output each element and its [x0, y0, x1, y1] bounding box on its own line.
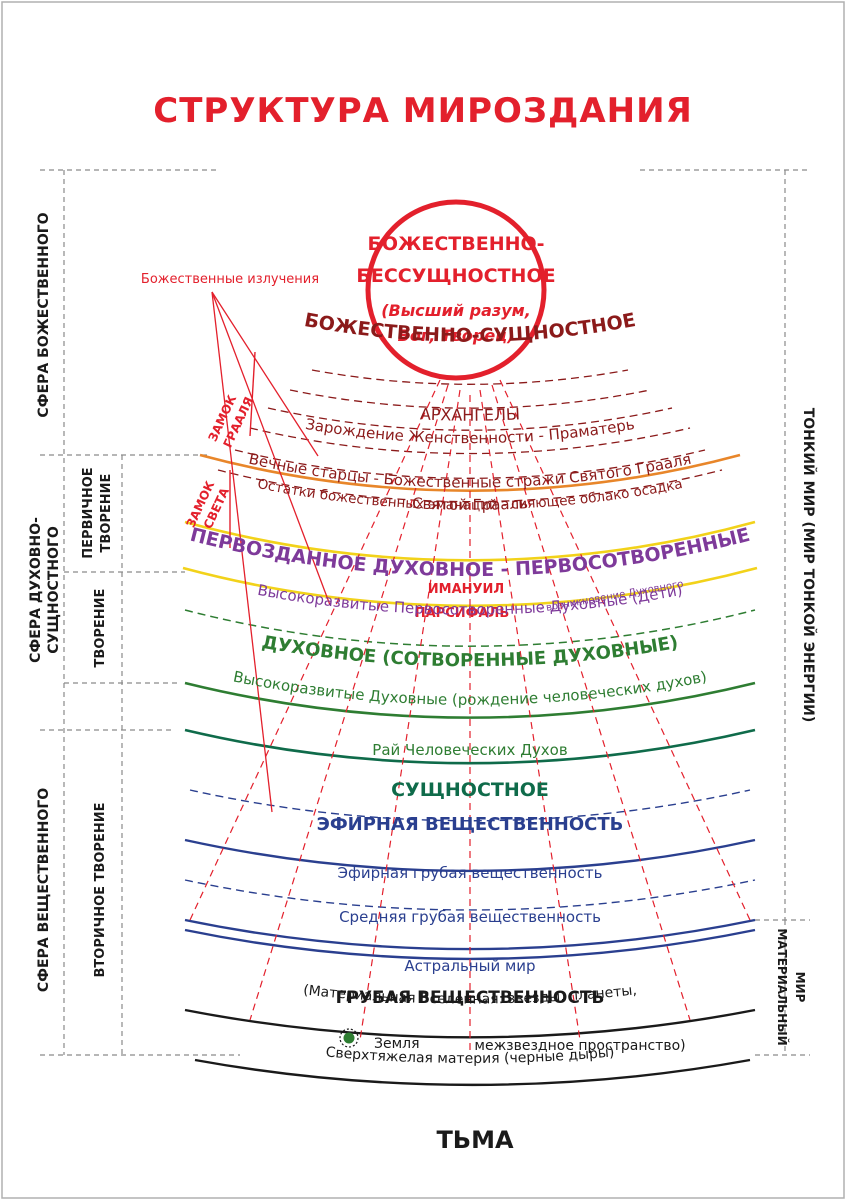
universe-label-2: межзвездное пространство) — [474, 1038, 685, 1054]
blue-arc-3 — [184, 928, 756, 961]
godhead-line-2: БЕССУЩНОСТНОЕ — [356, 265, 555, 287]
paradise-label: Рай Человеческих Духов — [372, 741, 567, 759]
teal-arc — [184, 728, 756, 765]
left-guides — [40, 169, 240, 1056]
radiation-label: Божественные излучения — [141, 272, 319, 287]
primary-creation-label-1: ПЕРВИЧНОЕ — [81, 467, 96, 558]
yellow-arc-1 — [184, 520, 756, 562]
archangels-label: АРХАНГЕЛЫ — [420, 404, 521, 424]
creation-label: ТВОРЕНИЕ — [93, 589, 108, 668]
material-world-label-1: МАТЕРИАЛЬНЫЙ — [775, 928, 790, 1045]
secondary-creation-label: ВТОРИЧНОЕ ТВОРЕНИЕ — [93, 803, 108, 978]
right-guides — [640, 169, 810, 1056]
orange-arc — [199, 453, 741, 492]
green-arc — [184, 681, 756, 719]
coarse-label: ГРУБАЯ ВЕЩЕСТВЕННОСТЬ — [336, 988, 605, 1008]
earth-ring-icon — [339, 1028, 359, 1048]
radiation-rays — [189, 379, 751, 1055]
imanuil-label: ИМАНУИЛ — [428, 582, 504, 597]
sphere-spirit-label-2: СУЩНОСТНОГО — [46, 526, 62, 654]
earth-icon — [343, 1032, 355, 1044]
material-world-label-2: МИР — [793, 972, 807, 1003]
blue-arc-1 — [184, 838, 756, 873]
astral-label: Астральный мир — [404, 957, 535, 975]
page-title: СТРУКТУРА МИРОЗДАНИЯ — [153, 91, 693, 131]
godhead-circle — [365, 199, 547, 381]
grail-label: Святой Грааль — [412, 494, 529, 514]
godhead-line-1: БОЖЕСТВЕННО- — [367, 233, 544, 255]
radiation-pointer — [211, 291, 331, 813]
godhead-line-3: (Высший разум, — [381, 301, 531, 320]
superheavy-label: Сверхтяжелая материя (черные дыры) — [325, 1044, 615, 1067]
ether-coarse-label: Эфирная грубая вещественность — [338, 864, 603, 882]
black-arc-2 — [194, 1058, 751, 1086]
ether-label: ЭФИРНАЯ ВЕЩЕСТВЕННОСТЬ — [317, 814, 624, 835]
darkness-label: ТЬМА — [436, 1126, 514, 1154]
parsifal-label: ПАРСИФАЛЬ — [415, 606, 510, 621]
sphere-divine-label: СФЕРА БОЖЕСТВЕННОГО — [36, 212, 52, 417]
godhead-line-4: Бог, Творец) — [398, 326, 515, 345]
essential-label: СУЩНОСТНОЕ — [391, 779, 549, 801]
castle-brackets — [229, 351, 256, 548]
earth-label: Земля — [374, 1036, 420, 1052]
primary-creation-label-2: ТВОРЕНИЕ — [99, 474, 114, 553]
sphere-material-label: СФЕРА ВЕЩЕСТВЕННОГО — [36, 788, 52, 992]
green-dashed-arc — [184, 609, 756, 647]
subtle-world-label: ТОНКИЙ МИР (МИР ТОНКОЙ ЭНЕРГИИ) — [800, 408, 817, 723]
blue-dashed-arc-2 — [184, 879, 756, 911]
sphere-spirit-label-1: СФЕРА ДУХОВНО- — [28, 517, 44, 663]
middle-coarse-label: Средняя грубая вещественность — [339, 908, 601, 926]
